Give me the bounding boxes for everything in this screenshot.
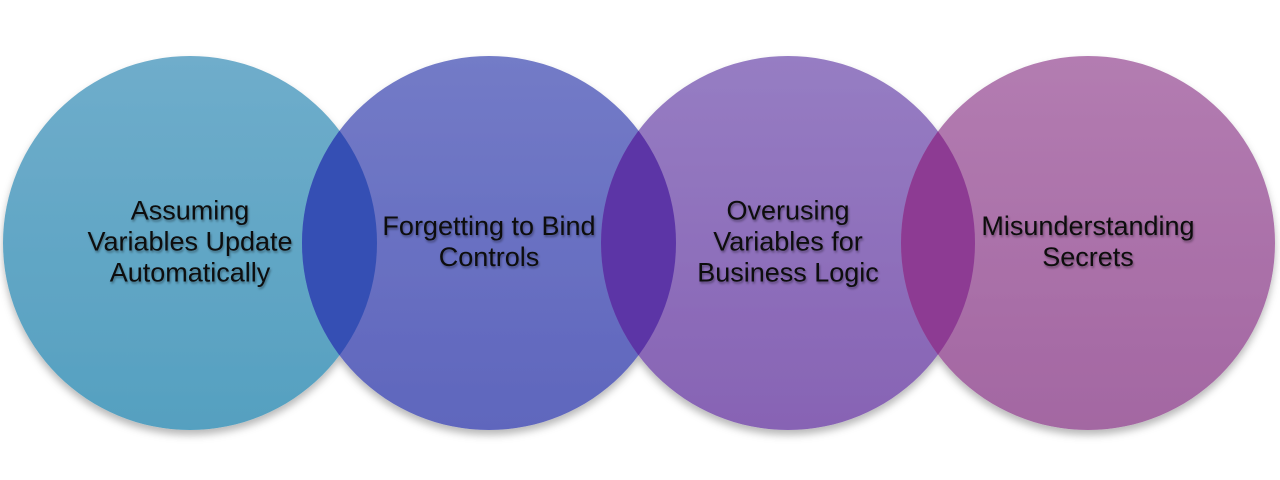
venn-circle-assuming-variables-update-automatically — [3, 56, 377, 430]
venn-circle-forgetting-to-bind-controls — [302, 56, 676, 430]
venn-circle-misunderstanding-secrets — [901, 56, 1275, 430]
venn-circle-overusing-variables-for-business-logic — [601, 56, 975, 430]
